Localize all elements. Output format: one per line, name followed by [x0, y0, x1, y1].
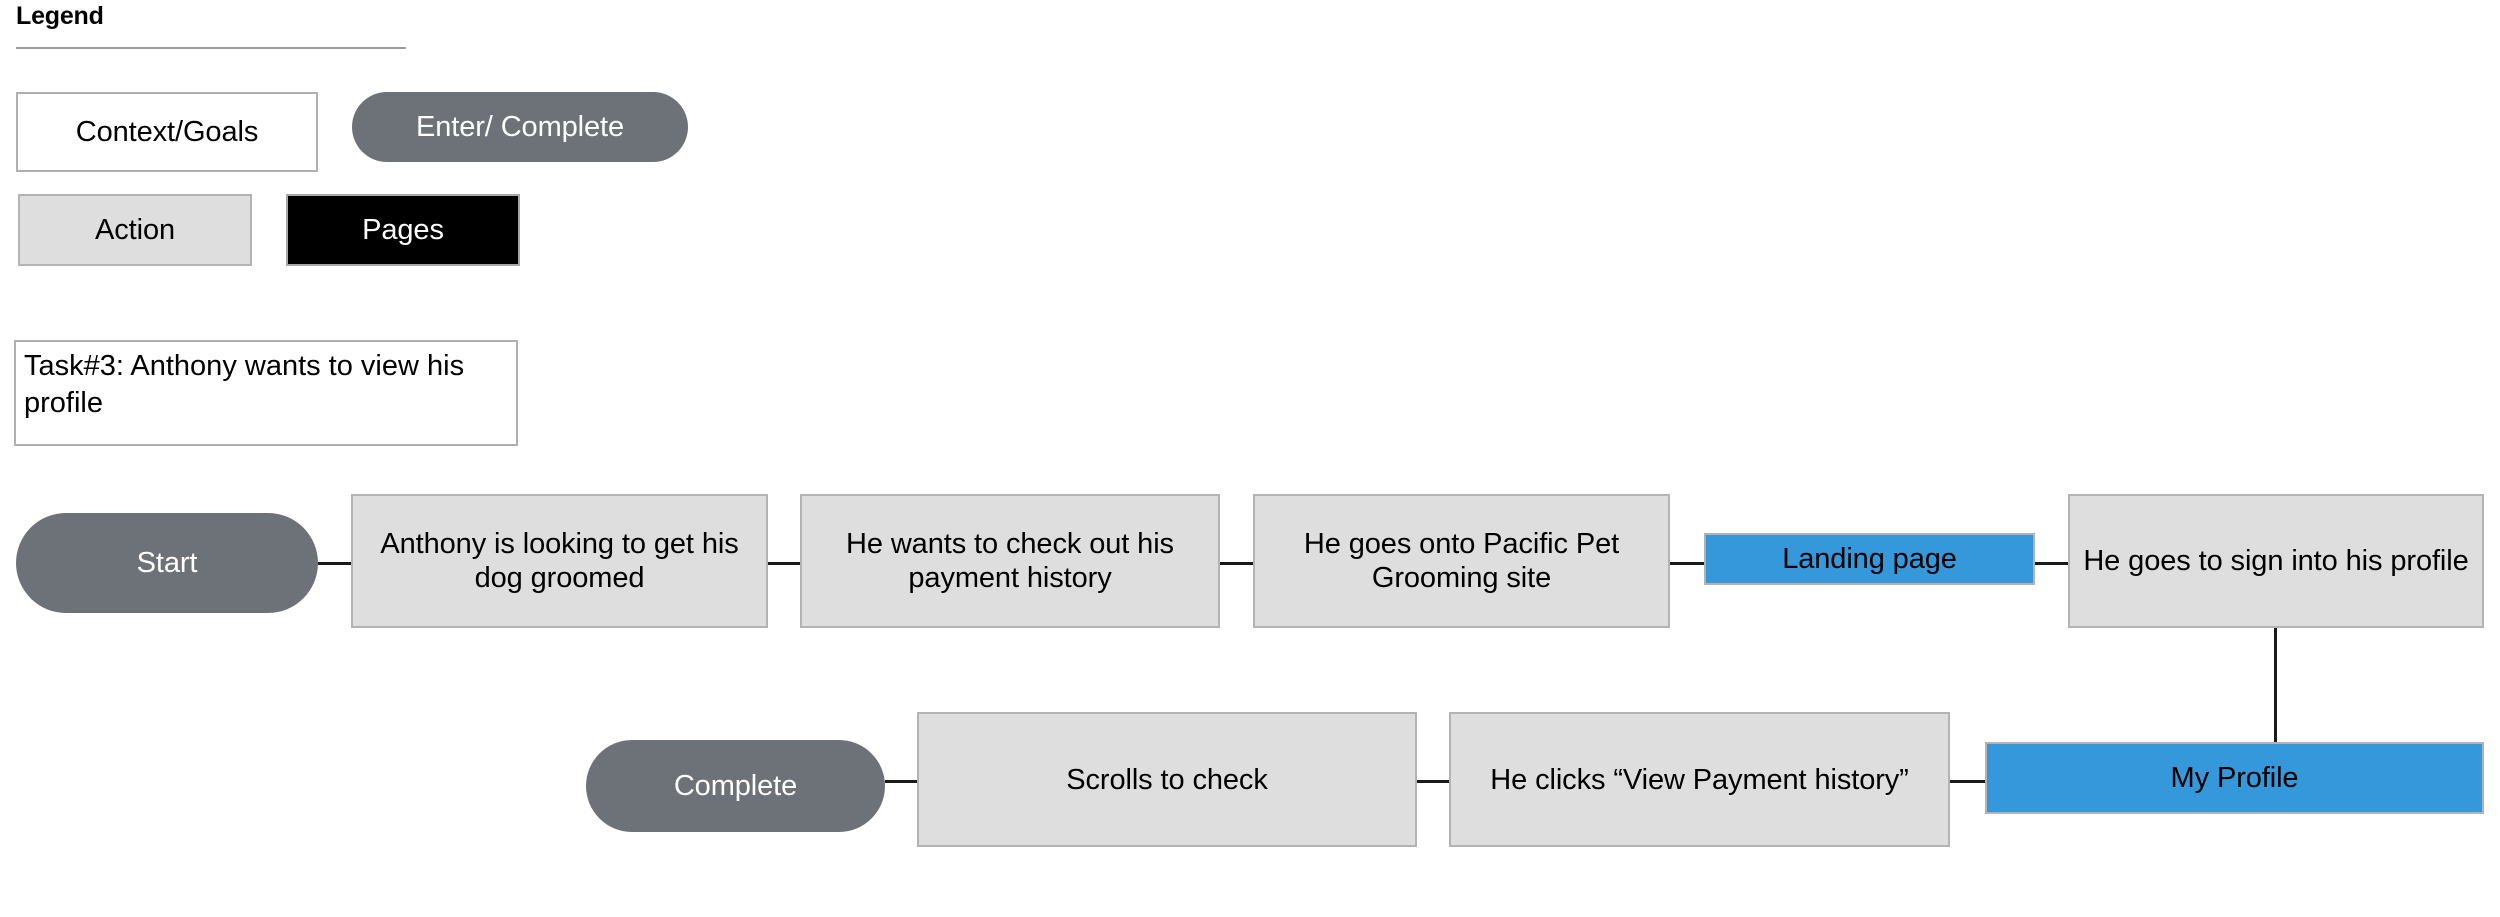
connector-complete-to-scrolls: [885, 780, 918, 783]
flow-node-scrolls-to-check[interactable]: Scrolls to check: [917, 712, 1417, 847]
connector-landing-page-to-step4: [2035, 562, 2069, 565]
connector-step1-to-step2: [768, 562, 801, 565]
flow-node-sign-into-profile[interactable]: He goes to sign into his profile: [2068, 494, 2484, 628]
legend-title: Legend: [16, 2, 104, 30]
flow-node-landing-page[interactable]: Landing page: [1704, 533, 2035, 585]
connector-scrolls-to-clicks: [1417, 780, 1450, 783]
flow-node-clicks-view-payment-history[interactable]: He clicks “View Payment history”: [1449, 712, 1950, 847]
connector-clicks-to-my-profile: [1950, 780, 1986, 783]
legend-item-context-goals[interactable]: Context/Goals: [16, 92, 318, 172]
flow-node-anthony-looking-to-groom-dog[interactable]: Anthony is looking to get his dog groome…: [351, 494, 768, 628]
flow-node-goes-onto-site[interactable]: He goes onto Pacific Pet Grooming site: [1253, 494, 1670, 628]
flow-node-my-profile[interactable]: My Profile: [1985, 742, 2484, 814]
connector-step4-to-my-profile: [2274, 628, 2277, 744]
flow-node-complete[interactable]: Complete: [586, 740, 885, 832]
legend-item-enter-complete[interactable]: Enter/ Complete: [352, 92, 688, 162]
task-description-box[interactable]: Task#3: Anthony wants to view his profil…: [14, 340, 518, 446]
flow-node-start[interactable]: Start: [16, 513, 318, 613]
flow-node-check-payment-history[interactable]: He wants to check out his payment histor…: [800, 494, 1220, 628]
legend-divider: [16, 47, 406, 49]
connector-start-to-step1: [318, 562, 352, 565]
connector-step2-to-step3: [1220, 562, 1254, 565]
connector-step3-to-landing-page: [1670, 562, 1705, 565]
legend-item-pages[interactable]: Pages: [286, 194, 520, 266]
legend-item-action[interactable]: Action: [18, 194, 252, 266]
